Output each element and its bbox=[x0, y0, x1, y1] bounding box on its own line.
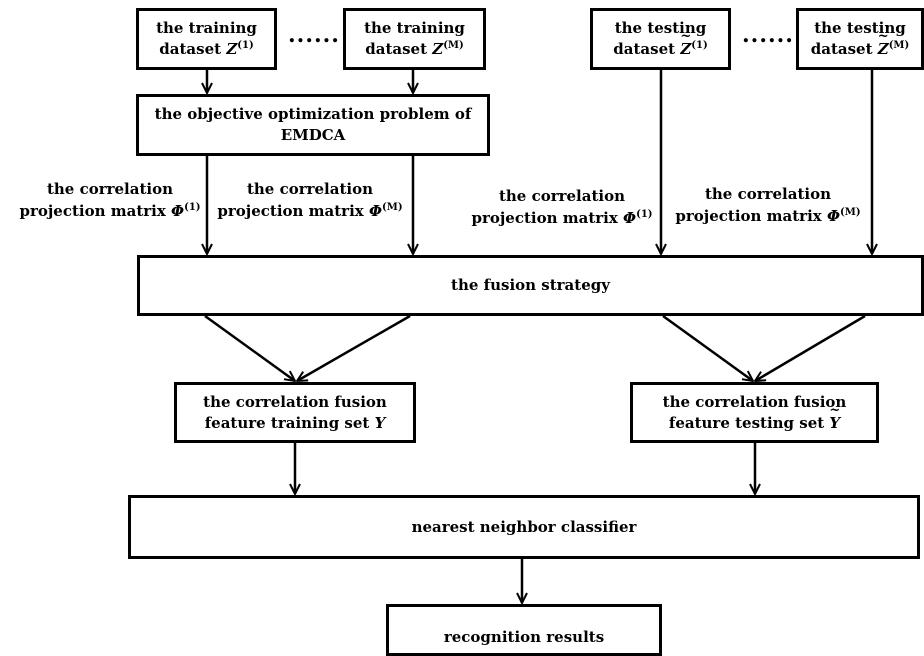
train-projection-label-m: the correlation projection matrix Φ(M) bbox=[217, 180, 403, 220]
arrow-fusion-to-testfeat-left bbox=[662, 314, 753, 381]
training-dataset-1-box: the training dataset Z(1) bbox=[136, 8, 277, 70]
arrow-fusion-to-testfeat-right bbox=[755, 314, 866, 381]
testing-feature-set-box: the correlation fusion feature testing s… bbox=[630, 382, 879, 443]
fusion-strategy-label: the fusion strategy bbox=[451, 276, 610, 294]
training-dataset-1-line2: dataset Z(1) bbox=[159, 40, 254, 58]
test-projection-label-m: the correlation projection matrix Φ(M) bbox=[675, 185, 861, 225]
testing-dataset-1-box: the testing dataset Z(1) bbox=[590, 8, 731, 70]
objective-line2: EMDCA bbox=[280, 126, 346, 144]
recognition-results-box: recognition results bbox=[386, 604, 662, 656]
testing-dataset-1-line1: the testing bbox=[614, 19, 707, 37]
testing-dataset-1-line2: dataset Z(1) bbox=[613, 26, 707, 60]
training-dataset-m-line1: the training bbox=[364, 19, 465, 37]
training-feature-set-box: the correlation fusion feature training … bbox=[174, 382, 416, 443]
testing-dataset-m-line2: dataset Z(M) bbox=[811, 26, 910, 60]
testing-feature-line1: the correlation fusion bbox=[662, 392, 847, 411]
fusion-strategy-box: the fusion strategy bbox=[137, 255, 924, 316]
training-ellipsis: ...... bbox=[288, 22, 340, 48]
classifier-label: nearest neighbor classifier bbox=[411, 517, 637, 536]
train-projection-label-1: the correlation projection matrix Φ(1) bbox=[19, 180, 201, 220]
training-feature-line1: the correlation fusion bbox=[203, 392, 387, 411]
arrow-fusion-to-trainfeat-right bbox=[297, 314, 411, 381]
objective-line1: the objective optimization problem of bbox=[154, 105, 472, 123]
testing-ellipsis: ...... bbox=[742, 22, 794, 48]
recognition-results-label: recognition results bbox=[443, 628, 605, 646]
training-feature-line2: feature training set Y bbox=[204, 413, 386, 432]
training-dataset-1-line1: the training bbox=[156, 19, 257, 37]
nearest-neighbor-classifier-box: nearest neighbor classifier bbox=[128, 495, 920, 559]
testing-dataset-m-line1: the testing bbox=[814, 19, 906, 37]
objective-optimization-box: the objective optimization problem of EM… bbox=[136, 94, 490, 156]
training-dataset-m-box: the training dataset Z(M) bbox=[343, 8, 486, 70]
testing-dataset-m-box: the testing dataset Z(M) bbox=[796, 8, 924, 70]
test-projection-label-1: the correlation projection matrix Φ(1) bbox=[471, 187, 653, 227]
arrow-fusion-to-trainfeat-left bbox=[204, 314, 295, 381]
testing-feature-line2: feature testing set Y bbox=[669, 400, 840, 434]
training-dataset-m-line2: dataset Z(M) bbox=[365, 40, 464, 58]
